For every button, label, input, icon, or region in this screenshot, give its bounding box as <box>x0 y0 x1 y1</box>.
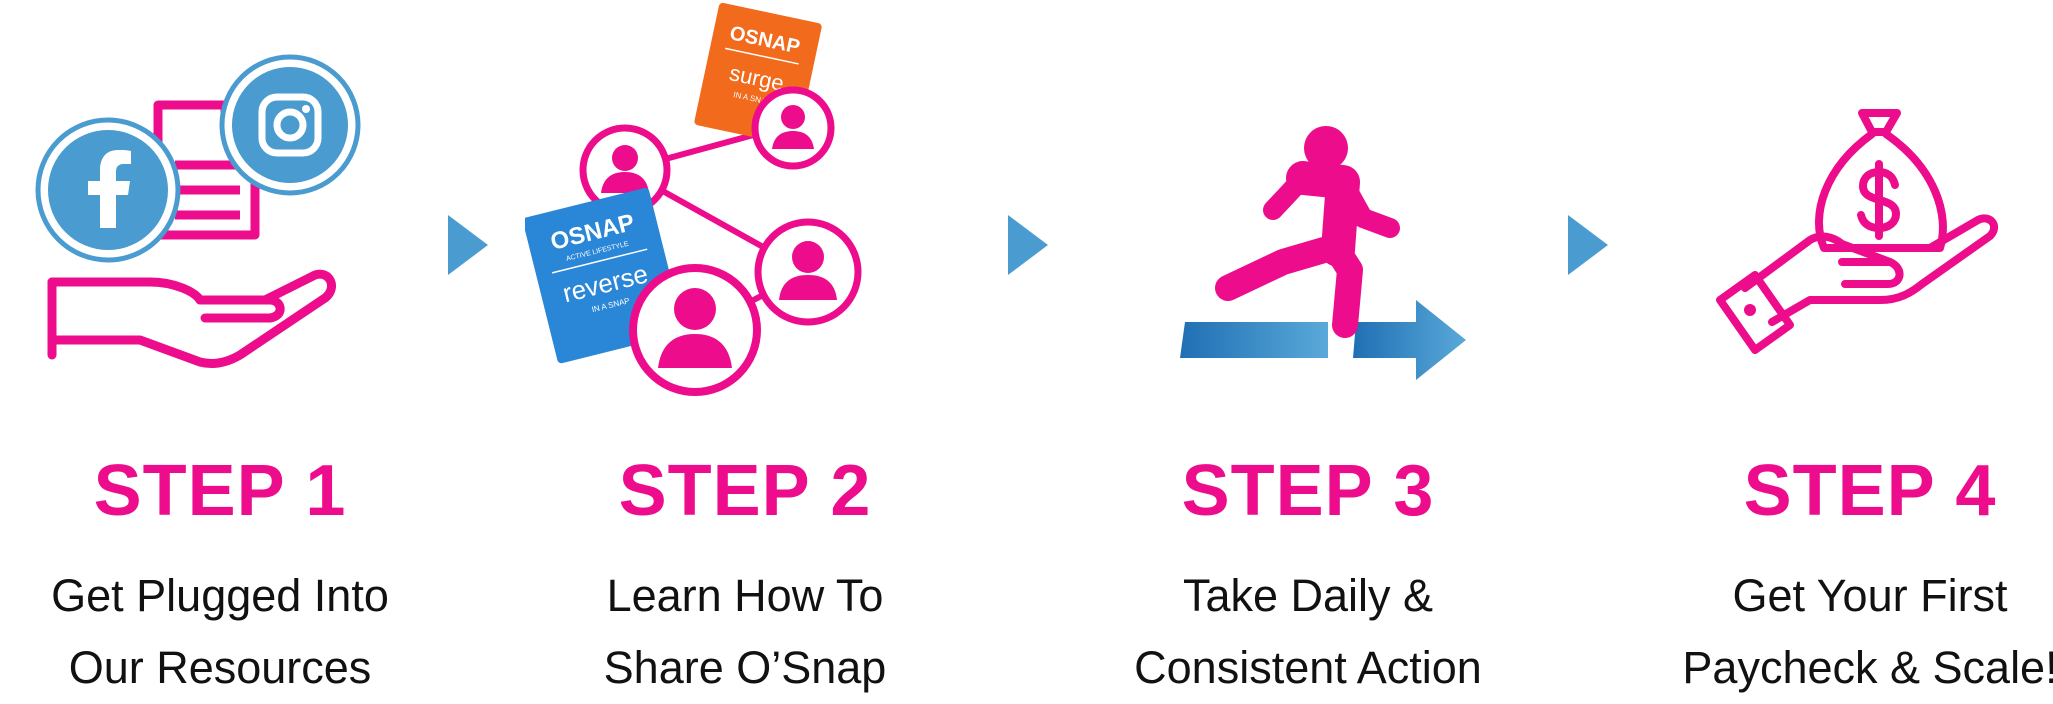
person-stepping-forward-icon <box>1180 126 1466 380</box>
step-description-line: Our Resources <box>68 642 372 693</box>
hand-with-money-bag-icon <box>1716 109 1999 354</box>
step-title: STEP 2 <box>618 451 872 531</box>
reverse-product-packet: OSNAP ACTIVE LIFESTYLE reverse IN A SNAP <box>525 187 684 364</box>
step-description: Get Your First Paycheck & Scale! <box>1650 560 2053 704</box>
person-icon <box>629 264 761 396</box>
step-3: STEP 3 Take Daily & Consistent Action <box>1088 0 1528 693</box>
hand-with-social-resources-icon <box>35 54 361 369</box>
arrow-right-icon <box>1568 215 1608 275</box>
step-description-line: Get Plugged Into <box>51 570 389 621</box>
step-description-line: Paycheck & Scale! <box>1682 642 2053 693</box>
person-icon <box>754 218 862 326</box>
facebook-icon <box>35 117 181 263</box>
step-2: OSNAP surge IN A SNAP OSNAP ACTIVE LIFES… <box>525 0 965 693</box>
step-description-line: Get Your First <box>1732 570 2008 621</box>
step-description-line: Consistent Action <box>1134 642 1482 693</box>
step-4: STEP 4 Get Your First Paycheck & Scale! <box>1650 0 2053 693</box>
instagram-icon <box>219 54 361 196</box>
step-title: STEP 4 <box>1743 451 1997 531</box>
step-title: STEP 1 <box>93 451 347 531</box>
step-description-line: Learn How To <box>606 570 884 621</box>
sharing-network-icon: OSNAP surge IN A SNAP OSNAP ACTIVE LIFES… <box>525 2 862 396</box>
person-icon <box>751 86 835 170</box>
step-description: Learn How To Share O’Snap <box>525 560 965 704</box>
cuff-button-icon <box>1744 304 1756 316</box>
step-description: Get Plugged Into Our Resources <box>0 560 440 704</box>
arrow-right-icon <box>448 215 488 275</box>
open-hand-icon <box>47 269 336 369</box>
arrow-right-icon <box>1008 215 1048 275</box>
step-description-line: Take Daily & <box>1182 570 1434 621</box>
step-1: STEP 1 Get Plugged Into Our Resources <box>0 0 440 693</box>
step-description-line: Share O’Snap <box>603 642 887 693</box>
step-title: STEP 3 <box>1181 451 1435 531</box>
step-description: Take Daily & Consistent Action <box>1088 560 1528 704</box>
